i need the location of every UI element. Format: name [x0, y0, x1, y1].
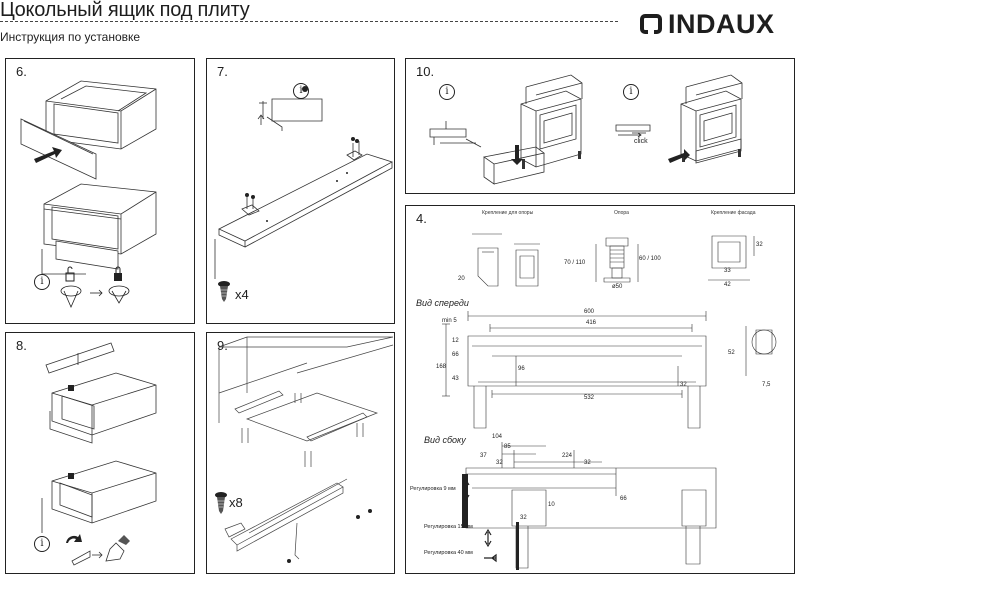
step-8-number: 8. — [16, 338, 27, 353]
dim-32-part: 32 — [756, 242, 763, 248]
dim-32: 32 — [680, 382, 687, 388]
dim-224: 224 — [562, 453, 573, 459]
dim-32-b: 32 — [584, 460, 591, 466]
step-7-number: 7. — [217, 64, 228, 79]
step-10-number: 10. — [416, 64, 435, 79]
dim-12: 12 — [452, 338, 459, 344]
dim-532: 532 — [584, 395, 595, 401]
step-9-screw-count: x8 — [229, 495, 243, 510]
step-8-illustration — [41, 342, 157, 566]
dim-66: 66 — [452, 352, 459, 358]
dim-85: 85 — [504, 444, 511, 450]
screw-icon — [215, 492, 227, 514]
step-9-panel: 9. x8 — [206, 332, 395, 574]
dim-96: 96 — [518, 366, 525, 372]
screw-icon — [218, 281, 230, 302]
dim-60-100: 60 / 100 — [639, 256, 661, 262]
dim-w50: ø50 — [612, 284, 623, 290]
dim-42: 42 — [724, 282, 731, 288]
step-9-illustration — [215, 336, 394, 563]
step-10-illustration — [429, 74, 743, 185]
step-4-number: 4. — [416, 211, 427, 226]
dim-104: 104 — [492, 434, 503, 440]
step-7-screw-count: x4 — [235, 287, 249, 302]
step-7-panel: 7. i x4 — [206, 58, 395, 324]
dim-43: 43 — [452, 376, 459, 382]
dim-70-110: 70 / 110 — [564, 260, 586, 266]
dim-168: 168 — [436, 364, 447, 370]
step-4-panel: 4. Крепление для опоры Опора Крепление ф… — [405, 205, 795, 574]
part-label-leg: Опора — [614, 210, 629, 216]
brand-logo: INDAUX — [638, 9, 775, 39]
info-icon: i — [34, 274, 50, 290]
step-6-illustration — [20, 80, 157, 308]
adjust-15mm-label: Регулировка 15 мм — [424, 524, 473, 530]
title-underline — [0, 21, 618, 22]
step-6-panel: 6. — [5, 58, 195, 324]
dim-min5: min 5 — [442, 318, 457, 324]
brand-name: INDAUX — [668, 9, 775, 39]
dim-66-side: 66 — [620, 496, 627, 502]
page-subtitle: Инструкция по установке — [0, 30, 141, 44]
dim-20: 20 — [458, 276, 465, 282]
dim-10: 10 — [548, 502, 555, 508]
adjust-40mm-label: Регулировка 40 мм — [424, 550, 473, 556]
dim-416: 416 — [586, 320, 597, 326]
step-8-panel: 8. i — [5, 332, 195, 574]
click-label: click — [634, 138, 648, 145]
adjust-9mm-label: Регулировка 9 мм — [410, 486, 456, 492]
info-icon: i — [34, 536, 50, 552]
info-icon: i — [439, 84, 455, 100]
page-title: Цокольный ящик под плиту — [0, 0, 250, 21]
dim-7-5: 7,5 — [762, 382, 771, 388]
part-label-front-mount: Крепление фасада — [711, 210, 756, 216]
part-label-leg-mount: Крепление для опоры — [482, 210, 534, 216]
dim-37: 37 — [480, 453, 487, 459]
info-icon: i — [293, 83, 309, 99]
dim-52: 52 — [728, 350, 735, 356]
step-4-drawings — [442, 233, 777, 570]
dim-600: 600 — [584, 309, 595, 315]
dim-33: 33 — [724, 268, 731, 274]
step-10-panel: 10. — [405, 58, 795, 194]
front-view-label: Вид спереди — [416, 298, 469, 308]
brand-mark-icon — [640, 14, 662, 34]
side-view-label: Вид сбоку — [424, 435, 466, 445]
step-6-number: 6. — [16, 64, 27, 79]
info-icon: i — [623, 84, 639, 100]
dim-32-c: 32 — [520, 515, 527, 521]
dim-32-a: 32 — [496, 460, 503, 466]
